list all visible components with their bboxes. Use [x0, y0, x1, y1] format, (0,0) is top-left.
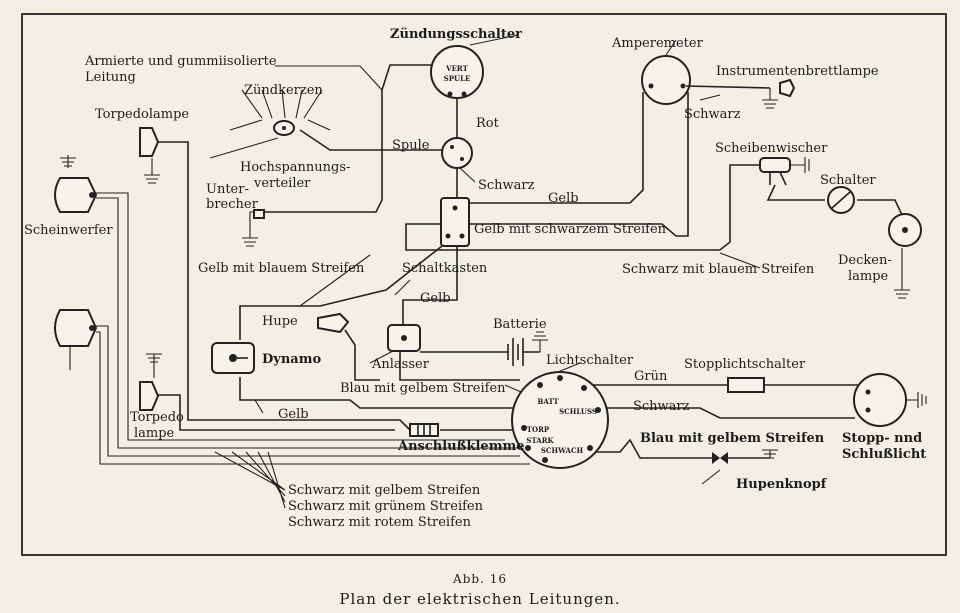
figure-title: Plan der elektrischen Leitungen.	[339, 590, 620, 608]
ammeter	[641, 55, 771, 105]
starter	[387, 324, 421, 352]
headlamp-top	[54, 177, 98, 213]
battery-label: Batterie	[493, 317, 547, 332]
torpedo-lamp-bottom-label-1: Torpedo	[130, 410, 184, 425]
torp-label: TORP	[527, 425, 550, 434]
schluss-label: SCHLUSS	[559, 407, 597, 416]
wire-gelb-schwarz-label: Gelb mit schwarzem Streifen	[474, 222, 667, 237]
schwach-label: SCHWACH	[541, 446, 584, 455]
wire-schwarz-right-label: Schwarz	[633, 399, 690, 414]
horn-button	[712, 452, 728, 464]
torpedo-lamp-top-label: Torpedolampe	[95, 107, 189, 122]
wire-blau-gelb-2-label: Blau mit gelbem Streifen	[640, 431, 825, 446]
wire-gelb-dynamo-label: Gelb	[278, 407, 309, 422]
wire-schwarz-blau-label: Schwarz mit blauem Streifen	[622, 262, 815, 277]
horn-label: Hupe	[262, 314, 298, 329]
dome-lamp-label-1: Decken-	[838, 253, 892, 268]
wire-schwarz-gruen-label: Schwarz mit grünem Streifen	[288, 499, 484, 514]
wire-schwarz-ammeter-label: Schwarz	[684, 107, 741, 122]
stop-light-label-2: Schlußlicht	[842, 447, 926, 462]
vert-label: VERT	[445, 64, 468, 73]
horn	[317, 312, 350, 334]
switch-box-label: Schaltkasten	[402, 261, 488, 276]
figure-number: Abb. 16	[452, 572, 507, 586]
instrument-lamp-label: Instrumentenbrettlampe	[716, 64, 879, 79]
wire-schwarz-coil-label: Schwarz	[478, 178, 535, 193]
starter-label: Anlasser	[371, 357, 430, 372]
batt-label: BATT	[537, 397, 559, 406]
interrupter	[253, 209, 265, 219]
dynamo-label: Dynamo	[262, 352, 321, 367]
stark-label: STARK	[526, 436, 554, 445]
wire-gruen-label: Grün	[634, 369, 668, 384]
coil-label: Spule	[392, 138, 430, 153]
horn-button-label: Hupenknopf	[736, 477, 828, 492]
wire-schwarz-rot-label: Schwarz mit rotem Streifen	[288, 515, 472, 530]
torpedo-lamp-bottom-label-2: lampe	[134, 426, 175, 441]
wire-schwarz-gelb-label: Schwarz mit gelbem Streifen	[288, 483, 481, 498]
ignition-switch: VERT SPULE	[430, 45, 484, 99]
distributor-label-2: verteiler	[253, 176, 311, 191]
torpedo-lamp-bottom	[139, 381, 160, 411]
wiper-label: Scheibenwischer	[715, 141, 828, 156]
wiper-switch	[827, 186, 855, 214]
stop-tail-light	[853, 373, 907, 427]
switch-label: Schalter	[820, 173, 876, 188]
ignition-switch-label: Zündungsschalter	[390, 27, 522, 42]
dome-lamp-label-2: lampe	[848, 269, 889, 284]
wire-gelb-mid-label: Gelb	[420, 291, 451, 306]
terminal-label: Anschlußklemme	[397, 439, 525, 454]
instrument-panel-lamp	[779, 78, 796, 98]
wire-gelb-blau-label: Gelb mit blauem Streifen	[198, 261, 365, 276]
dynamo	[211, 342, 255, 374]
brake-light-switch	[727, 377, 765, 393]
labels: Zündungsschalter Amperemeter Instrumente…	[24, 27, 926, 530]
switch-box	[440, 197, 470, 247]
battery	[507, 338, 540, 366]
brake-light-switch-label: Stopplichtschalter	[684, 357, 806, 372]
high-voltage-distributor	[273, 120, 295, 136]
wire-rot-label: Rot	[476, 116, 500, 131]
distributor-label-1: Hochspannungs-	[240, 160, 350, 175]
wire-gelb-top-label: Gelb	[548, 191, 579, 206]
headlamp-label: Scheinwerfer	[24, 223, 113, 238]
armored-cable-label-2: Leitung	[85, 70, 136, 85]
diagram-frame	[21, 13, 947, 556]
headlamp-bottom	[54, 309, 98, 370]
ignition-coil	[441, 137, 473, 169]
wires	[60, 34, 927, 509]
interrupter-label-2: brecher	[206, 197, 259, 212]
torpedo-lamp-top	[139, 127, 160, 157]
interrupter-label-1: Unter-	[206, 182, 249, 197]
light-switch: BATT SCHLUSS TORP STARK SCHWACH	[511, 371, 609, 469]
terminal-block	[409, 423, 439, 437]
dome-lamp	[888, 213, 922, 247]
windshield-wiper	[759, 157, 791, 186]
armored-cable-label-1: Armierte und gummiisolierte	[84, 54, 277, 69]
light-switch-label: Lichtschalter	[546, 353, 634, 368]
wire-blau-gelb-1-label: Blau mit gelbem Streifen	[340, 381, 506, 396]
stop-light-label-1: Stopp- nnd	[842, 431, 922, 446]
ammeter-label: Amperemeter	[611, 36, 704, 51]
spule-inner-label: SPULE	[444, 74, 471, 83]
spark-plugs-label: Zündkerzen	[244, 83, 323, 98]
